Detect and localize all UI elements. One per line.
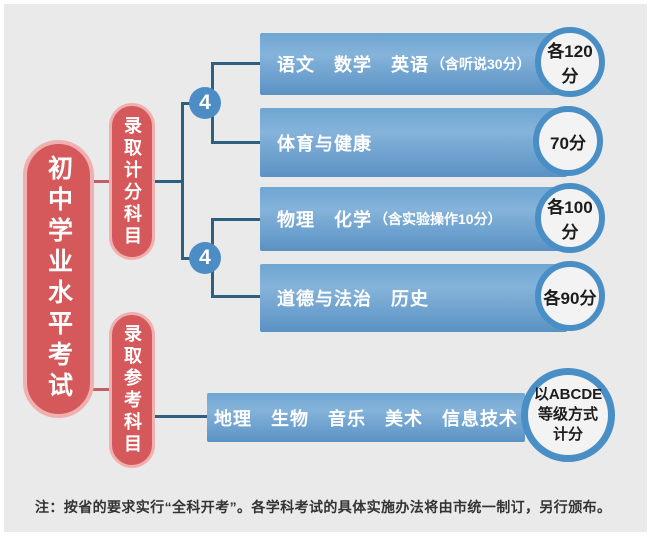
subject-bar-pe-health: 体育与健康 [260,108,567,177]
branch-scored-label: 录取计分科目 [122,115,142,248]
score-circle-grading-line-2: 等级方式 [537,406,598,423]
branch-reference-label: 录取参考科目 [122,324,142,456]
subject-bar-1-label: 语文 数学 英语 [277,55,429,75]
subject-bar-physics-chemistry: 物理 化学 （含实验操作10分） [260,187,567,251]
root-node: 初中学业水平考试 [23,140,94,418]
subject-bar-morality-history: 道德与法治 历史 [260,264,567,332]
connector-group2-to-bar3 [211,218,261,221]
subject-bar-chinese-math-english: 语文 数学 英语 （含听说30分） [260,33,567,95]
branch-reference-subjects: 录取参考科目 [109,312,155,468]
subject-bar-3-label: 物理 化学 [277,210,372,230]
score-circle-grading-line-3: 计分 [552,426,583,443]
score-circle-2: 70分 [533,106,603,176]
connector-root-to-scored [92,180,112,183]
connector-reference-to-bar5 [153,415,208,418]
score-circle-grading-line-1: 以ABCDE [533,386,603,403]
root-node-label: 初中学业水平考试 [44,155,73,403]
count-badge-2: 4 [189,242,221,274]
score-circle-3-value: 各100分 [547,198,593,242]
connector-scored-to-spine [153,180,183,183]
subject-bar-1-detail: （含听说30分） [431,56,531,72]
branch-scored-subjects: 录取计分科目 [109,103,155,260]
subject-bar-4-label: 道德与法治 历史 [277,289,429,309]
count-badge-2-value: 4 [199,246,211,269]
subject-bar-2-label: 体育与健康 [277,133,372,154]
connector-group2-to-bar4 [211,295,261,298]
connector-spine-to-badge-1 [181,102,195,105]
score-circle-1: 各120分 [535,27,605,97]
footnote: 注：按省的要求实行“全科开考”。各学科考试的具体实施办法将由市统一制订，另行颁布… [35,499,612,515]
score-circle-2-value: 70分 [550,133,586,153]
score-circle-4: 各90分 [535,261,605,331]
connector-spine-to-badge-2 [181,257,195,260]
connector-group1-to-bar2 [211,141,261,144]
subject-bar-5-label: 地理 生物 音乐 美术 信息技术 [214,408,518,429]
score-circle-1-value: 各120分 [547,42,593,86]
connector-group1-to-bar1 [211,62,261,65]
subject-bar-reference-subjects: 地理 生物 音乐 美术 信息技术 [207,393,525,442]
subject-bar-3-detail: （含实验操作10分） [374,211,502,227]
score-circle-grading: 以ABCDE 等级方式 计分 [521,368,615,462]
count-badge-1-value: 4 [199,91,211,114]
score-circle-4-value: 各90分 [543,288,597,308]
score-circle-3: 各100分 [535,183,605,253]
connector-spine [181,102,184,260]
count-badge-1: 4 [189,87,221,119]
connector-root-to-reference [92,388,112,391]
